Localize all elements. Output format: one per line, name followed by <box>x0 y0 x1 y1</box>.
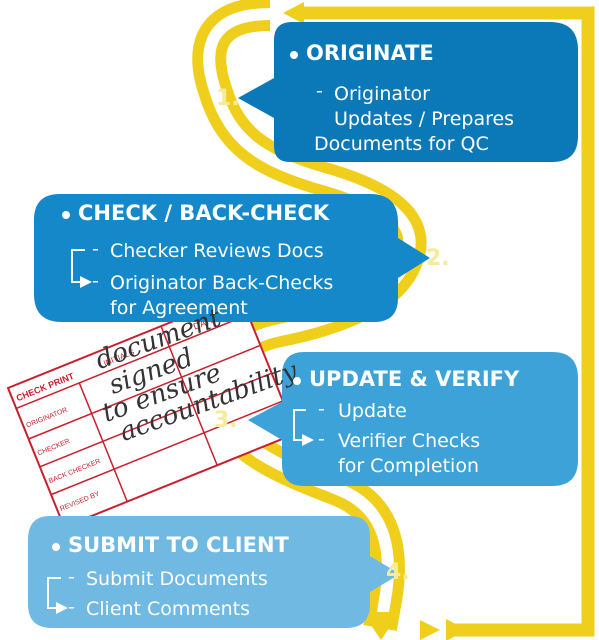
step4-item-2: Client Comments <box>86 598 251 620</box>
step3-item-1: Update <box>338 400 407 422</box>
step2-bracket-arrow-icon <box>71 249 92 288</box>
step4-title: SUBMIT TO CLIENT <box>68 533 289 557</box>
step3-item-dash-1: - <box>318 398 325 420</box>
step2-bullet-icon <box>62 211 70 219</box>
return-arrow-bottom2-icon <box>420 620 440 640</box>
step4-item-dash-1: - <box>68 566 75 588</box>
return-arrow-bottom-icon <box>446 619 467 640</box>
step1-title: ORIGINATE <box>306 41 434 65</box>
flow-arrow-down-icon <box>362 612 400 640</box>
step4-number: 4. <box>386 560 410 585</box>
step2-number: 2. <box>426 246 450 271</box>
return-arrow-top-icon <box>283 2 304 24</box>
step2-item-dash-1: - <box>92 238 99 260</box>
step4-bullet-icon <box>52 543 60 551</box>
step2-callout <box>34 194 430 322</box>
return-loop-path <box>300 6 595 637</box>
step4-item-1: Submit Documents <box>86 568 268 590</box>
step1-callout <box>238 22 578 162</box>
step1-item-2: Updates / Prepares <box>334 108 515 130</box>
check-print-stamp: CHECK PRINT INITIALS DATE ORIGINATOR CHE… <box>6 293 298 529</box>
step2-title: CHECK / BACK-CHECK <box>78 201 330 225</box>
step3-bullet-icon <box>293 377 301 385</box>
step2-item-3: for Agreement <box>110 297 248 319</box>
step4-item-dash-2: - <box>68 596 75 618</box>
step4-bracket-arrow-icon <box>47 577 68 614</box>
step3-item-2: Verifier Checks <box>338 430 481 452</box>
step2-item-1: Checker Reviews Docs <box>110 240 324 262</box>
step3-item-3: for Completion <box>338 455 479 477</box>
step1-number: 1. <box>216 86 240 111</box>
step3-bracket-arrow-icon <box>293 409 314 446</box>
step3-number: 3. <box>214 408 238 433</box>
step1-bullet-icon <box>290 51 298 59</box>
step1-item-1: Originator <box>334 83 430 105</box>
step1-item-3: Documents for QC <box>314 133 489 155</box>
step3-item-dash-2: - <box>318 428 325 450</box>
step3-callout <box>248 352 578 486</box>
step2-item-2: Originator Back-Checks <box>110 272 334 294</box>
step3-title: UPDATE & VERIFY <box>309 367 520 391</box>
step2-item-dash-2: - <box>92 270 99 292</box>
step1-item-dash: - <box>316 80 323 102</box>
step4-callout <box>28 516 400 628</box>
